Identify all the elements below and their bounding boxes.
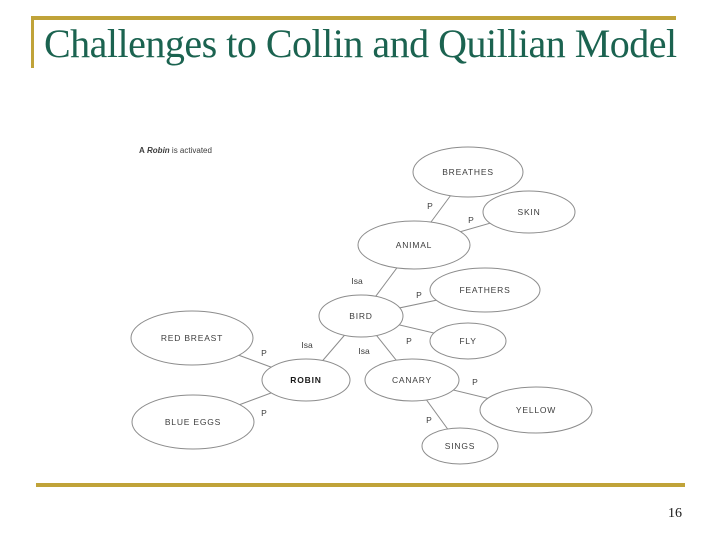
page-number: 16: [668, 506, 682, 521]
node-yellow: [479, 386, 593, 434]
node-bird: [318, 294, 404, 338]
diagram-caption: A Robin is activated: [139, 146, 212, 155]
node-label-feathers: FEATHERS: [459, 285, 510, 295]
edge-label-bird-feathers: P: [416, 290, 422, 300]
node-robin: [261, 358, 351, 402]
node-label-animal: ANIMAL: [396, 240, 432, 250]
bottom-divider: [36, 483, 685, 487]
node-blue_eggs: [131, 394, 255, 450]
node-label-blue_eggs: BLUE EGGS: [165, 417, 221, 427]
edge-label-robin-bird: Isa: [301, 340, 313, 350]
edge-label-animal-skin: P: [468, 215, 474, 225]
node-fly: [429, 322, 507, 360]
node-label-canary: CANARY: [392, 375, 432, 385]
node-label-yellow: YELLOW: [516, 405, 556, 415]
edge-label-robin-blue_eggs: P: [261, 408, 267, 418]
node-skin: [482, 190, 576, 234]
node-label-fly: FLY: [459, 336, 476, 346]
node-feathers: [429, 267, 541, 313]
caption-term: Robin: [147, 146, 170, 155]
node-label-breathes: BREATHES: [442, 167, 494, 177]
node-animal: [357, 220, 471, 270]
node-breathes: [412, 146, 524, 198]
edge-label-canary-bird: Isa: [358, 346, 370, 356]
node-label-sings: SINGS: [445, 441, 475, 451]
node-label-skin: SKIN: [517, 207, 540, 217]
edge-label-canary-sings: P: [426, 415, 432, 425]
node-sings: [421, 427, 499, 465]
edge-label-robin-red_breast: P: [261, 348, 267, 358]
title-side-bar: [31, 16, 34, 68]
caption-suffix: is activated: [171, 146, 212, 155]
node-label-bird: BIRD: [349, 311, 373, 321]
caption-prefix: A: [139, 146, 145, 155]
edge-label-animal-breathes: P: [427, 201, 433, 211]
edge-label-bird-animal: Isa: [351, 276, 363, 286]
top-divider: [31, 16, 676, 20]
page-title: Challenges to Collin and Quillian Model: [44, 21, 677, 66]
edge-label-bird-fly: P: [406, 336, 412, 346]
node-canary: [364, 358, 460, 402]
edge-label-canary-yellow: P: [472, 377, 478, 387]
node-label-robin: ROBIN: [290, 375, 321, 385]
node-red_breast: [130, 310, 254, 366]
node-label-red_breast: RED BREAST: [161, 333, 223, 343]
